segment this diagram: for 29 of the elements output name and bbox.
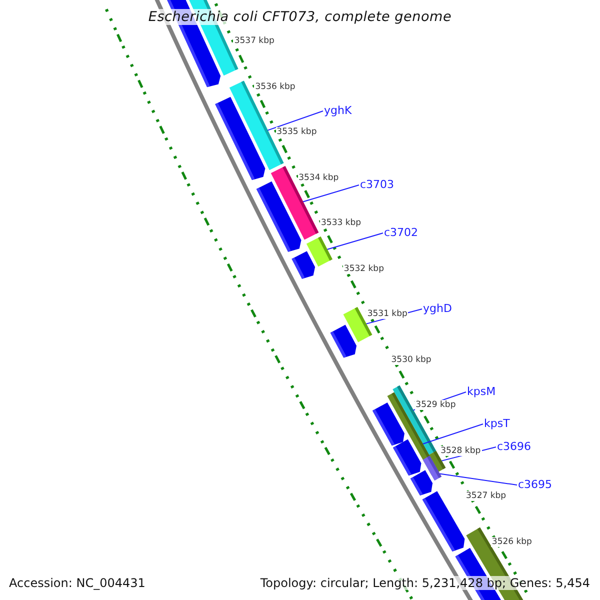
- gene-label: c3702: [384, 226, 418, 239]
- tick-label: 3533 kbp: [320, 218, 362, 228]
- tick-label: 3536 kbp: [254, 82, 296, 92]
- leader-line: [302, 184, 360, 202]
- tick-label: 3535 kbp: [276, 127, 318, 137]
- gene-label: c3696: [497, 440, 532, 453]
- leader-line: [439, 473, 518, 486]
- tick-label: 3530 kbp: [390, 354, 432, 364]
- tick-label: 3534 kbp: [298, 172, 340, 182]
- tick-label: 3532 kbp: [342, 264, 385, 274]
- gene-label: kpsM: [467, 385, 496, 398]
- gene-label: yghD: [423, 302, 452, 315]
- gene-label: kpsT: [484, 417, 510, 430]
- tick-label: 3537 kbp: [233, 36, 276, 46]
- leader-line: [267, 110, 324, 131]
- tick-label: 3526 kbp: [490, 536, 533, 546]
- leader-line: [422, 424, 484, 444]
- tick-label: 3527 kbp: [465, 491, 508, 501]
- gene-label: c3703: [360, 178, 394, 191]
- tick-label: 3531 kbp: [366, 309, 408, 319]
- gene-feature: [306, 236, 332, 267]
- tick-label: 3528 kbp: [440, 446, 482, 456]
- leader-line: [326, 232, 384, 250]
- footer-text: Topology: circular; Length: 5,231,428 bp; Genes: 5,454: [258, 576, 592, 590]
- gene-label: yghK: [324, 104, 352, 117]
- footer-text: Accession: NC_004431: [7, 576, 148, 590]
- tick-label: 3529 kbp: [414, 400, 457, 410]
- gene-feature: [422, 456, 442, 481]
- gene-label: c3695: [518, 478, 552, 491]
